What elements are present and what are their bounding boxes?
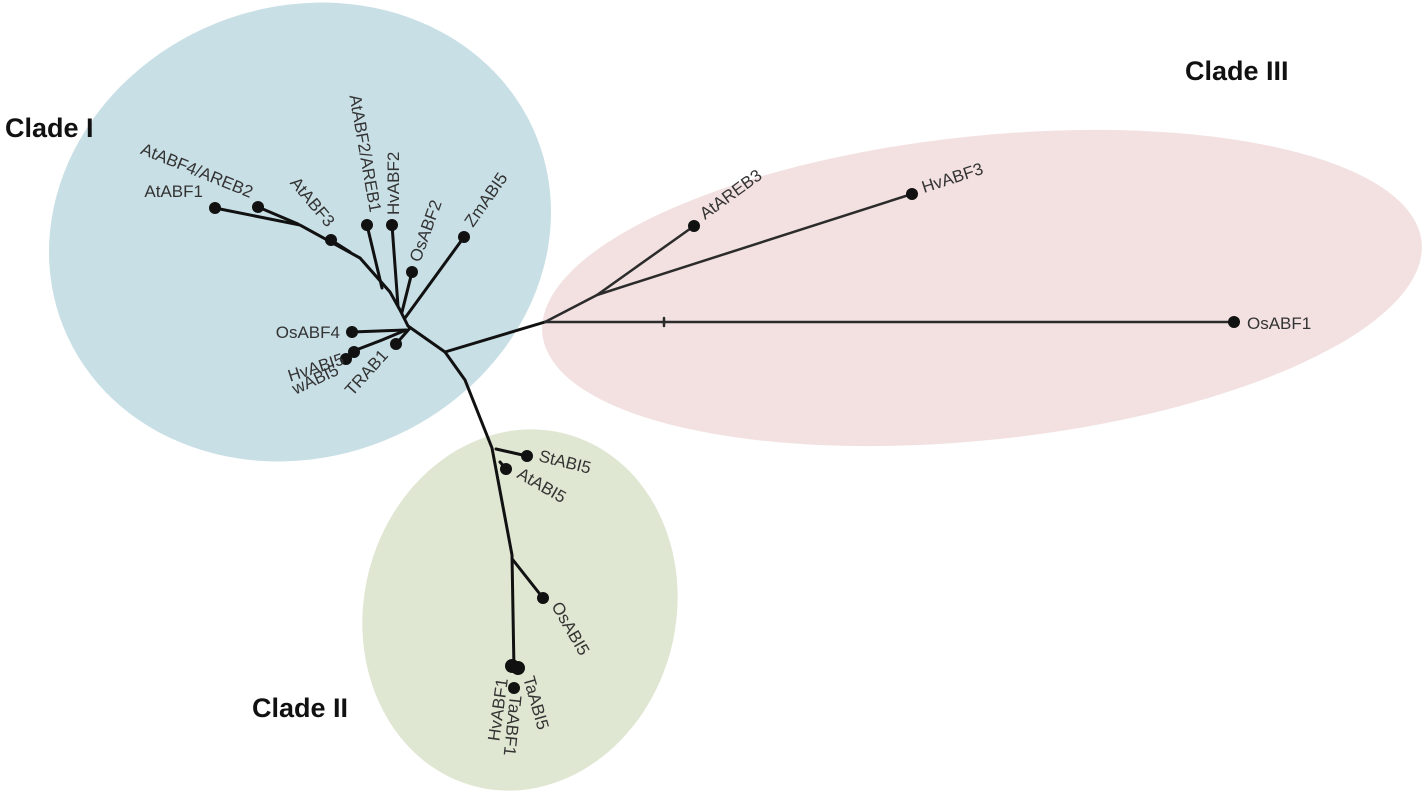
tip-atabf1 <box>209 202 221 214</box>
clade-iii-region <box>542 129 1422 447</box>
tip-zmabi5 <box>458 231 470 243</box>
clade-ii-label: Clade II <box>252 693 348 723</box>
clade-iii-label: Clade III <box>1185 56 1289 86</box>
tip-wabi5 <box>340 353 352 365</box>
tip-atabi5 <box>500 463 512 475</box>
clade-i-region <box>48 2 552 462</box>
leaf-label-atabf1: AtABF1 <box>144 182 203 201</box>
tip-osabf4 <box>346 326 358 338</box>
tip-atabf3 <box>325 234 337 246</box>
tip-osabf2 <box>406 266 418 278</box>
tip-osabi5 <box>537 592 549 604</box>
tip-osabf1 <box>1228 316 1240 328</box>
tip-hvabi5 <box>348 346 360 358</box>
tip-hvabf3 <box>906 188 918 200</box>
tip-trab1 <box>390 338 402 350</box>
tip-nodes <box>209 188 1240 694</box>
tip-atabf4 <box>252 201 264 213</box>
clade-i-label: Clade I <box>5 113 94 143</box>
leaf-label-osabf4: OsABF4 <box>276 323 340 342</box>
tip-hvabf2 <box>386 219 398 231</box>
leaf-label-hvabf2: HvABF2 <box>384 152 403 215</box>
tip-taabf1 <box>508 682 520 694</box>
tip-stabi5 <box>521 450 533 462</box>
leaf-label-osabf1: OsABF1 <box>1247 314 1311 333</box>
tip-taabi5 <box>511 661 525 675</box>
clade-ii-region <box>362 429 678 791</box>
tip-atabf2 <box>361 219 373 231</box>
tip-atareb3 <box>688 220 700 232</box>
